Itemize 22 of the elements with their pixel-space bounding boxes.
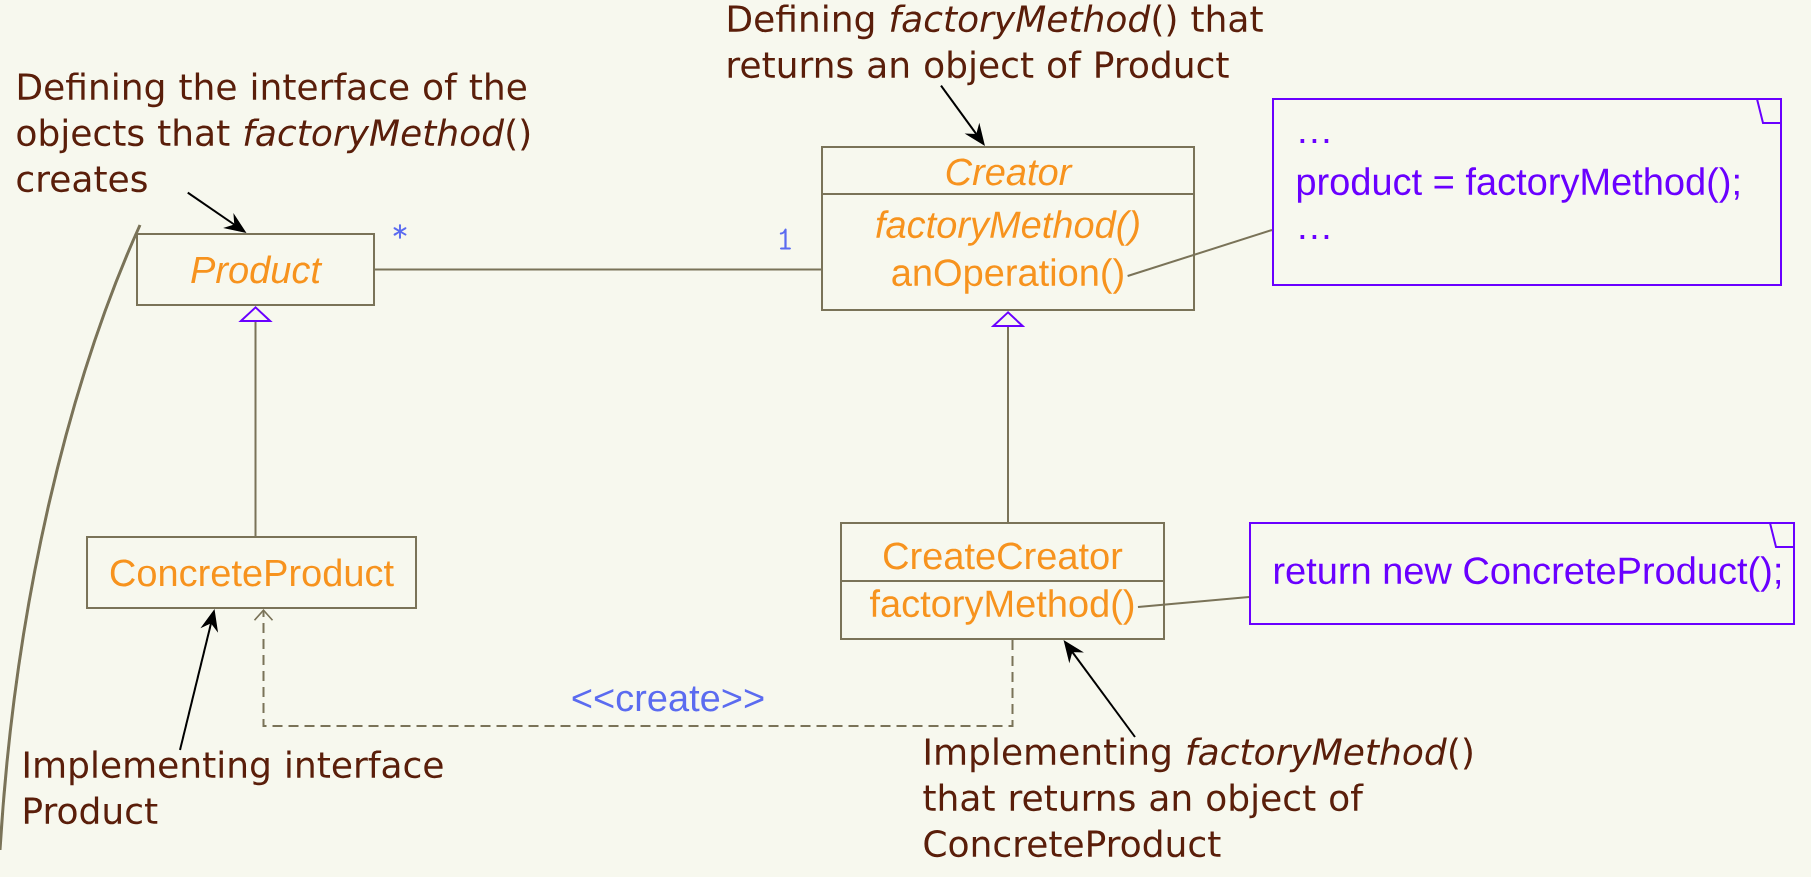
method-name: factoryMethod()	[870, 589, 1134, 625]
code-text: return new ConcreteProduct();	[1274, 556, 1780, 592]
annotation-text: Implementing interface Product	[24, 750, 443, 825]
class-box: Product	[136, 233, 375, 306]
class-box: ConcreteProduct	[86, 536, 417, 609]
class-name: CreateCreator	[884, 542, 1123, 570]
code-text: product = factoryMethod();	[1297, 167, 1739, 203]
note-connector	[1126, 229, 1273, 277]
note-connector	[1136, 596, 1250, 608]
annotation-text: Defining factoryMethod() that returns an object of Product	[728, 4, 1263, 86]
multiplicity-label: 1	[779, 228, 791, 250]
dependency-arrow	[253, 609, 1014, 727]
multiplicity-label: *	[393, 224, 407, 239]
method-name: anOperation()	[892, 258, 1123, 294]
annotation-text: Defining the interface of the objects that factoryMethod() creates	[17, 72, 530, 193]
association-line	[374, 268, 822, 271]
edge-label: <<create>>	[568, 684, 768, 714]
class-name: Creator	[946, 158, 1073, 186]
method-name: factoryMethod()	[876, 210, 1139, 246]
code-text: …	[1300, 139, 1329, 144]
annotation-text: Implementing factoryMethod() that returns an object of ConcreteProduct	[923, 737, 1472, 858]
code-text: …	[1300, 235, 1329, 240]
